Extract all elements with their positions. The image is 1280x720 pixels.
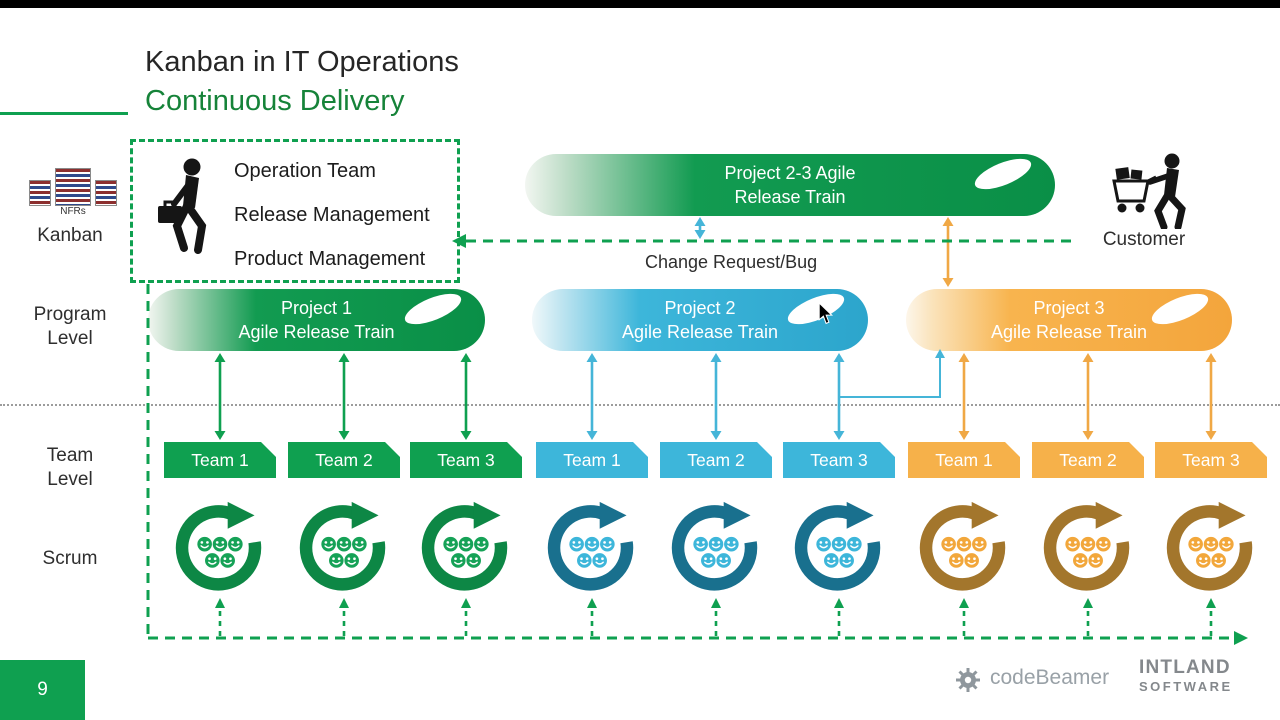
slide-number-badge: 9: [0, 660, 85, 720]
train-project-1: Project 1 Agile Release Train: [148, 287, 485, 351]
kanban-box-item: Product Management: [234, 248, 426, 270]
intland-line2: SOFTWARE: [1139, 679, 1233, 694]
train-project-2-3: Project 2-3 Agile Release Train: [525, 152, 1055, 216]
scrum-cycle-icon: [296, 500, 392, 596]
intland-software-logo: INTLAND SOFTWARE: [1139, 657, 1233, 694]
train-label: Project 1 Agile Release Train: [238, 297, 395, 342]
scrum-cycle-icon: [916, 500, 1012, 596]
level-divider-line: [0, 404, 1280, 406]
scrum-cycle-icon: [1163, 500, 1259, 596]
row-label-team-level: Team Level: [46, 445, 94, 490]
train-window: [971, 152, 1035, 196]
team-tag: Team 2: [288, 442, 400, 478]
change-request-label: Change Request/Bug: [645, 252, 818, 272]
codebeamer-gear-icon: [956, 668, 980, 692]
team-tag: Team 1: [908, 442, 1020, 478]
kanban-card: [29, 180, 51, 206]
nfrs-label: NFRs: [60, 206, 86, 217]
scrum-cycle-icon: [791, 500, 887, 596]
kanban-box-item: Operation Team: [234, 160, 376, 182]
team-tag: Team 3: [1155, 442, 1267, 478]
customer-label: Customer: [1102, 229, 1186, 250]
train-project-3: Project 3 Agile Release Train: [906, 287, 1232, 351]
team-tag: Team 1: [164, 442, 276, 478]
customer-cart-icon: [1112, 153, 1186, 229]
kanban-card: [95, 180, 117, 206]
train-label: Project 2-3 Agile Release Train: [724, 162, 856, 207]
top-black-bar: [0, 0, 1280, 8]
train-window: [784, 287, 848, 331]
mouse-cursor-icon: [818, 303, 834, 325]
train-project-2: Project 2 Agile Release Train: [532, 287, 868, 351]
row-label-scrum: Scrum: [42, 548, 98, 569]
kanban-box-item: Release Management: [234, 204, 430, 226]
accent-rule: [0, 112, 128, 115]
scrum-cycle-icon: [668, 500, 764, 596]
team-tag: Team 1: [536, 442, 648, 478]
train-label: Project 2 Agile Release Train: [621, 297, 779, 342]
team-tag: Team 3: [783, 442, 895, 478]
businessman-icon: [158, 158, 207, 254]
intland-line1: INTLAND: [1139, 657, 1231, 678]
scrum-cycle-icon: [1040, 500, 1136, 596]
kanban-teams-box: [130, 139, 460, 283]
slide-title: Kanban in IT Operations: [145, 46, 459, 78]
row-label-program-level: Program Level: [33, 304, 107, 349]
train-window: [1148, 287, 1212, 331]
team-tag: Team 2: [1032, 442, 1144, 478]
kanban-card: [55, 168, 91, 206]
row-label-kanban: Kanban: [37, 225, 103, 246]
kanban-board-icon: [26, 166, 120, 206]
scrum-cycle-icon: [418, 500, 514, 596]
team-tag: Team 2: [660, 442, 772, 478]
scrum-cycle-icon: [544, 500, 640, 596]
train-label: Project 3 Agile Release Train: [990, 297, 1148, 342]
team-tag: Team 3: [410, 442, 522, 478]
codebeamer-logo-text: codeBeamer: [990, 666, 1110, 689]
train-window: [401, 287, 465, 331]
slide-subtitle: Continuous Delivery: [145, 85, 405, 117]
scrum-cycle-icon: [172, 500, 268, 596]
